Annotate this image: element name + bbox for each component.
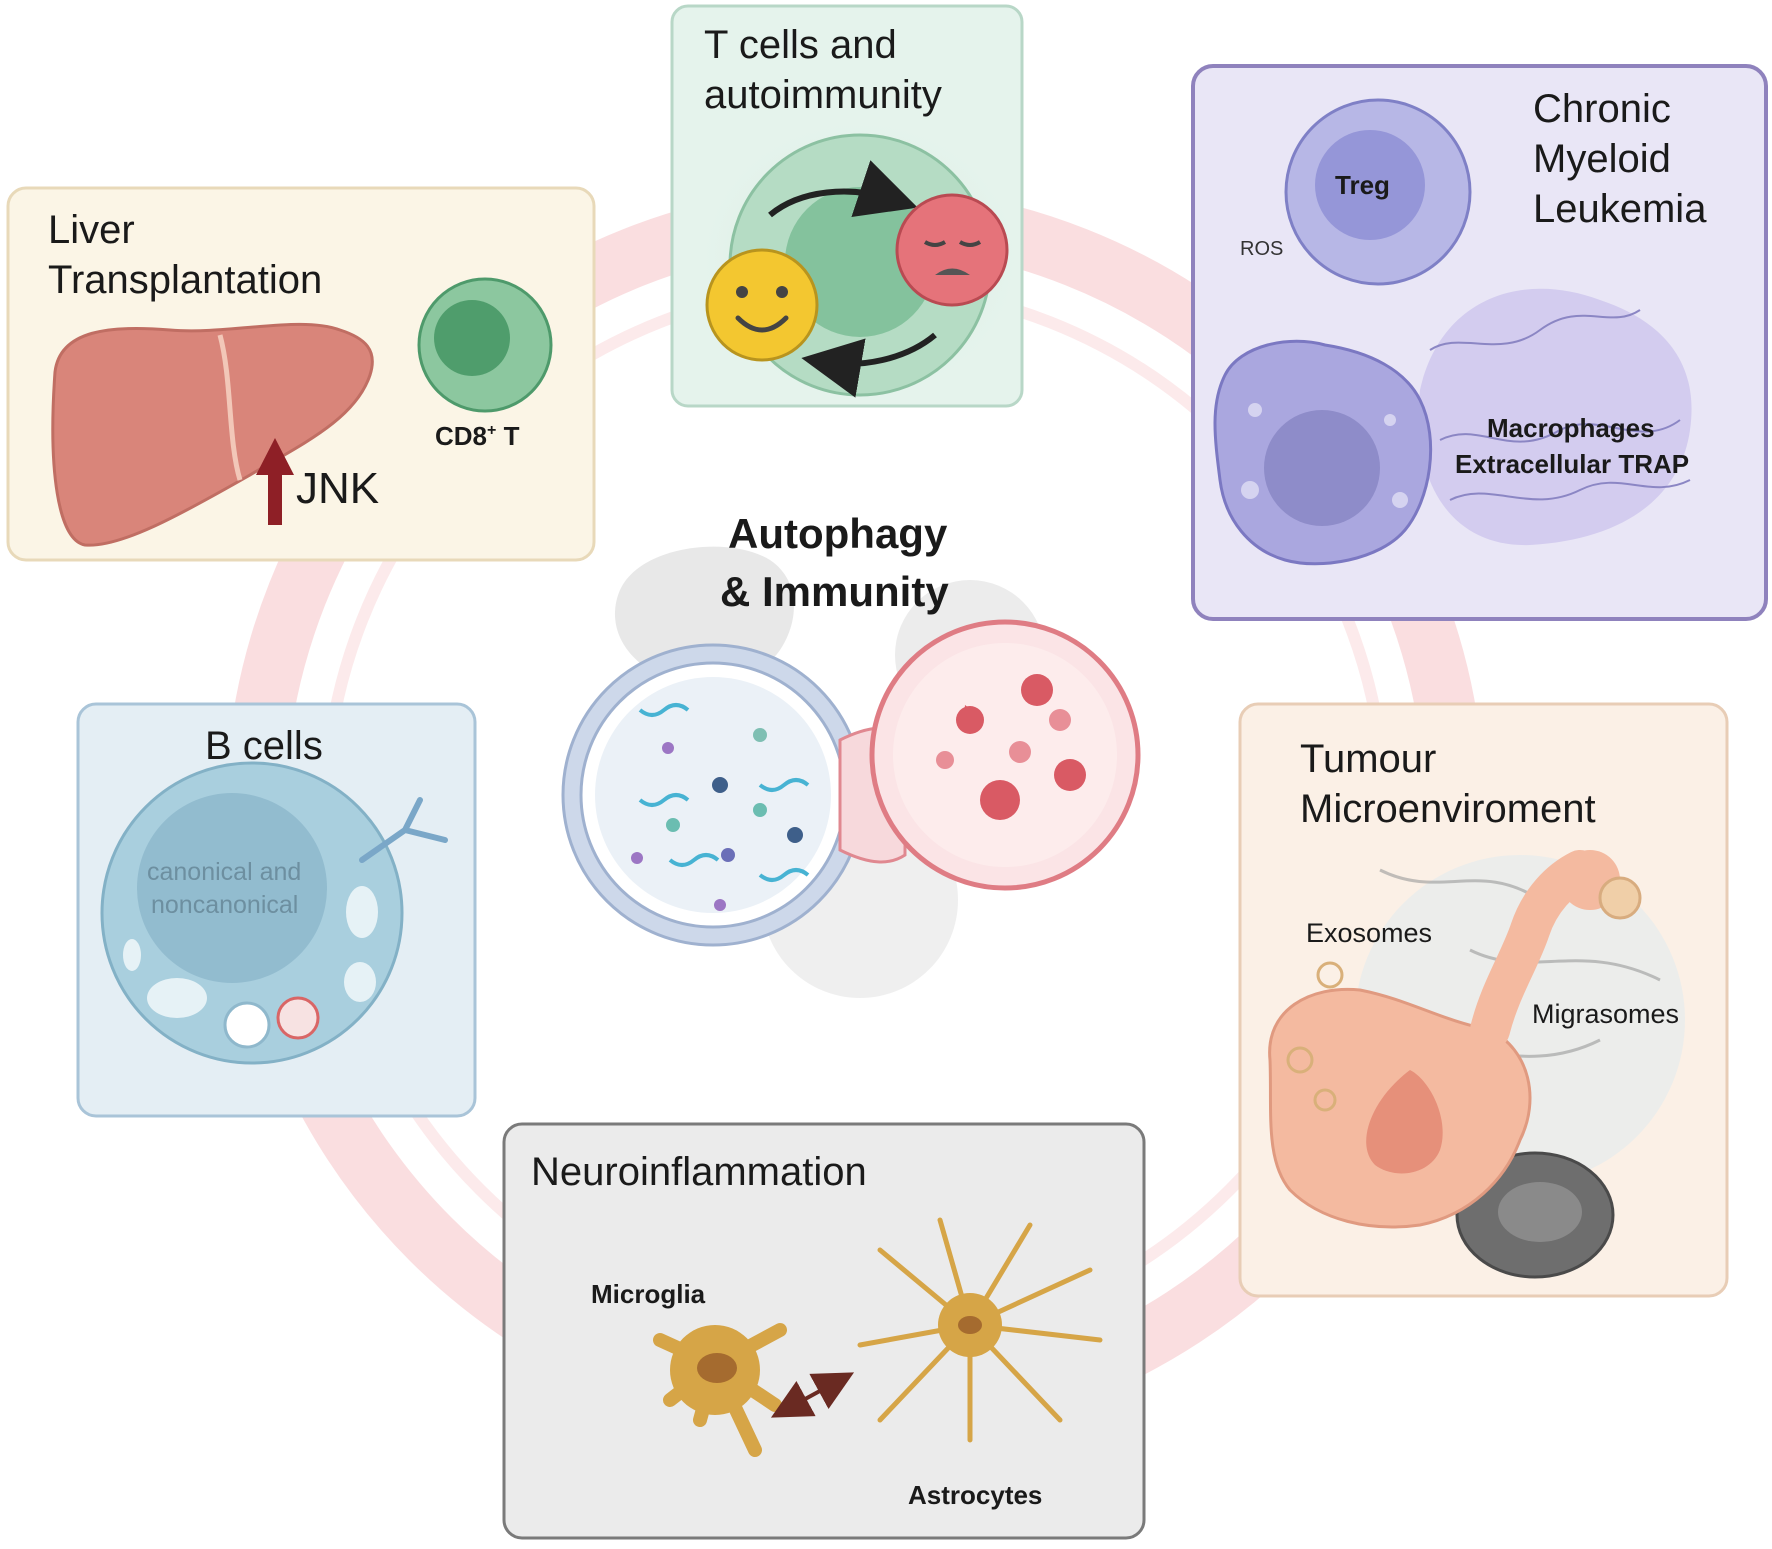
macrophage-cell-illustration	[1213, 339, 1433, 566]
cml-panel-title-line3: Leukemia	[1533, 187, 1707, 231]
bcell-nucleus-label-line1: canonical and	[147, 858, 301, 886]
tumour-panel-title-line2: Microenviroment	[1300, 787, 1596, 831]
antibody-icon	[359, 797, 448, 863]
cml-panel-title-line2: Myeloid	[1533, 137, 1671, 181]
b-cells-panel: B cells canonical and noncanonical	[76, 702, 477, 1118]
migrasome-vesicle	[1598, 876, 1642, 920]
macrophages-label: Macrophages	[1487, 413, 1655, 443]
liver-panel-title-line2: Transplantation	[48, 258, 322, 302]
bcell-nucleus-label-line2: noncanonical	[151, 891, 298, 919]
liver-panel-title-line1: Liver	[48, 208, 135, 252]
liver-organ-illustration	[51, 322, 374, 547]
autophagosome	[561, 643, 865, 947]
tumour-microenvironment-panel: Tumour Microenviroment Exosomes Migrasom…	[1238, 702, 1729, 1298]
center-title-line1: Autophagy	[728, 510, 948, 557]
astrocytes-label: Astrocytes	[908, 1480, 1042, 1510]
tcells-panel-title-line2: autoimmunity	[704, 73, 942, 117]
cml-panel: Chronic Myeloid Leukemia Treg ROS Macrop…	[1191, 64, 1768, 621]
bcells-panel-title: B cells	[205, 724, 323, 768]
tcells-panel-title-line1: T cells and	[704, 23, 897, 67]
t-cells-autoimmunity-panel: T cells and autoimmunity	[670, 4, 1025, 408]
jnk-up-arrow	[256, 438, 294, 525]
microglia-cell-illustration	[653, 1323, 787, 1457]
cd8-t-cell-label: CD8+ T	[435, 421, 520, 451]
tumour-cell-illustration	[1268, 850, 1620, 1229]
sad-face-icon	[895, 193, 1009, 307]
extracellular-trap-illustration	[1418, 288, 1692, 546]
tumour-panel-title-line1: Tumour	[1300, 737, 1436, 781]
treg-label: Treg	[1335, 170, 1390, 200]
center-autophagy-illustration: Autophagy & Immunity	[561, 510, 1141, 998]
astrocyte-cell-illustration	[857, 1217, 1103, 1443]
neuroinflammation-panel: Neuroinflammation Microglia Astrocytes	[502, 1122, 1146, 1540]
b-cell-illustration	[100, 761, 404, 1065]
microglia-label: Microglia	[591, 1279, 706, 1309]
jnk-label: JNK	[296, 464, 379, 513]
liver-transplantation-panel: Liver Transplantation JNK CD8+ T	[6, 186, 596, 562]
treg-cell-illustration	[1284, 98, 1472, 286]
exosomes-label: Exosomes	[1306, 918, 1432, 948]
ros-label: ROS	[1240, 238, 1283, 260]
lysosome	[869, 619, 1141, 891]
cml-panel-title-line1: Chronic	[1533, 87, 1671, 131]
happy-face-icon	[705, 248, 819, 362]
cd8-t-cell-illustration	[417, 277, 553, 413]
bidirectional-arrow	[770, 1372, 855, 1418]
neuro-panel-title: Neuroinflammation	[531, 1150, 867, 1194]
center-title-line2: & Immunity	[720, 568, 949, 615]
migrasomes-label: Migrasomes	[1532, 999, 1679, 1029]
red-blood-cell-illustration	[1455, 1151, 1615, 1279]
extracellular-trap-label: Extracellular TRAP	[1455, 449, 1689, 479]
